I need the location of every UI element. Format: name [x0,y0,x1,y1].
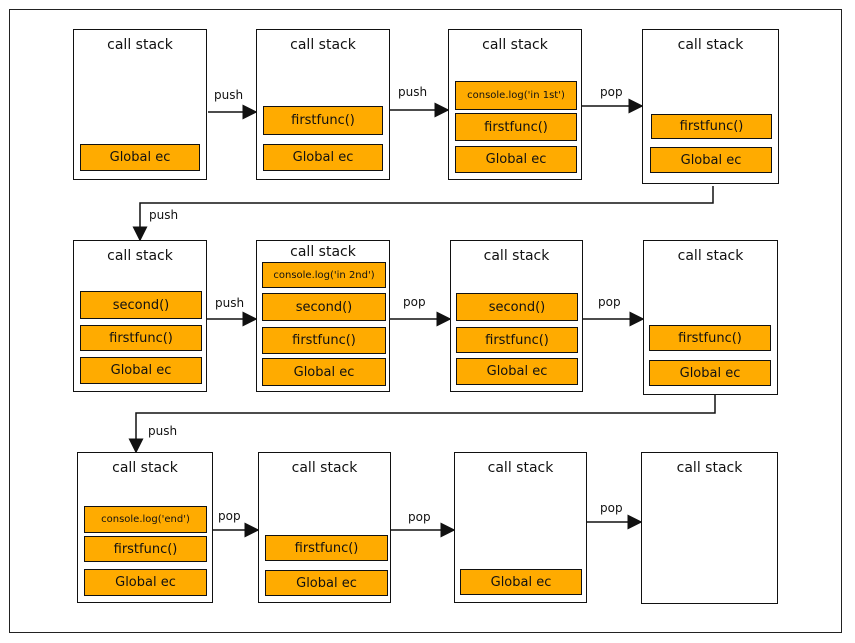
stack-frame-log-1st: console.log('in 1st') [455,81,577,110]
stack-frame-global: Global ec [650,147,772,173]
stack-frame-firstfunc: firstfunc() [262,327,386,354]
stack-title: call stack [483,248,550,264]
stack-frame-global: Global ec [262,358,386,386]
stack-frame-log-2nd: console.log('in 2nd') [262,262,386,288]
row-link-1 [132,186,714,242]
stack-frame-global: Global ec [80,144,200,171]
stack-frame-firstfunc: firstfunc() [84,536,207,562]
stack-frame-firstfunc: firstfunc() [456,327,578,353]
stack-frame-second: second() [262,293,386,321]
row-link-label: push [149,208,179,222]
stack-title: call stack [107,248,173,264]
stack-title: call stack [482,37,548,53]
arrow-label: pop [218,509,241,523]
arrow-label: push [214,88,244,102]
row-link-2 [128,395,716,454]
stack-frame-global: Global ec [84,569,207,596]
stack-frame-firstfunc: firstfunc() [651,114,772,139]
stack-frame-firstfunc: firstfunc() [455,113,577,141]
stack-frame-firstfunc: firstfunc() [80,325,202,351]
arrow-label: push [215,296,245,310]
stack-title: call stack [677,37,744,53]
stack-title: call stack [107,37,173,53]
call-stack-7: call stack second() firstfunc() Global e… [450,240,583,392]
call-stack-3: call stack console.log('in 1st') firstfu… [448,29,582,180]
stack-frame-firstfunc: firstfunc() [265,535,388,561]
stack-frame-firstfunc: firstfunc() [649,325,771,351]
call-stack-10: call stack firstfunc() Global ec [258,452,391,603]
call-stack-4: call stack firstfunc() Global ec [642,29,779,184]
diagram-frame [9,9,842,633]
call-stack-8: call stack firstfunc() Global ec [643,240,778,395]
call-stack-5: call stack second() firstfunc() Global e… [73,240,207,392]
call-stack-12-empty: call stack [641,452,778,604]
call-stack-2: call stack firstfunc() Global ec [256,29,390,180]
stack-title: call stack [676,460,743,476]
arrow-label: push [398,85,428,99]
call-stack-11: call stack Global ec [454,452,587,603]
stack-title: call stack [290,37,356,53]
stack-frame-global: Global ec [455,146,577,173]
stack-frame-global: Global ec [649,360,771,386]
stack-frame-global: Global ec [80,357,202,384]
arrow-label: pop [403,295,426,309]
arrow-label: pop [598,295,621,309]
stack-title: call stack [112,460,178,476]
stack-frame-global: Global ec [460,569,582,595]
stack-frame-global: Global ec [263,144,383,171]
stack-title: call stack [291,460,358,476]
stack-title: call stack [290,244,356,260]
stack-frame-global: Global ec [265,570,388,596]
row-link-label: push [148,424,178,438]
arrow-label: pop [600,501,623,515]
stack-title: call stack [677,248,744,264]
stack-frame-firstfunc: firstfunc() [263,106,383,135]
arrow-label: pop [600,85,623,99]
call-stack-9: call stack console.log('end') firstfunc(… [77,452,213,603]
call-stack-6: call stack console.log('in 2nd') second(… [256,240,390,392]
stack-frame-second: second() [456,293,578,321]
stack-frame-log-end: console.log('end') [84,506,207,533]
stack-title: call stack [487,460,554,476]
stack-frame-global: Global ec [456,358,578,385]
stack-frame-second: second() [80,291,202,319]
arrow-label: pop [408,510,431,524]
call-stack-1: call stack Global ec [73,29,207,180]
